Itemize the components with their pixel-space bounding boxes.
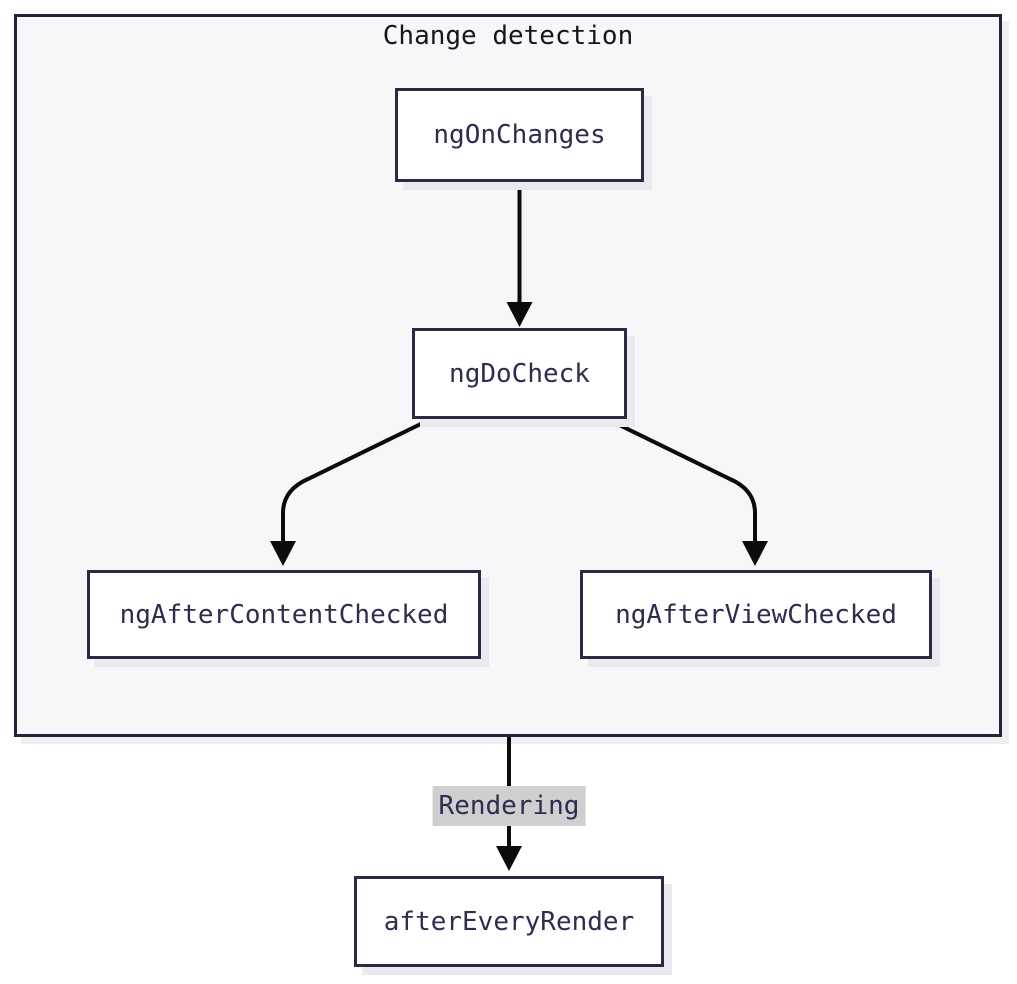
node-ngOnChanges: ngOnChanges	[395, 88, 644, 182]
node-ngDoCheck: ngDoCheck	[412, 328, 627, 419]
node-ngAfterViewChecked: ngAfterViewChecked	[580, 570, 932, 659]
node-ngAfterContentChecked: ngAfterContentChecked	[87, 570, 481, 659]
node-label: ngAfterViewChecked	[615, 599, 897, 630]
node-afterEveryRender: afterEveryRender	[354, 876, 664, 967]
node-label: ngDoCheck	[449, 358, 590, 389]
group-title: Change detection	[382, 21, 634, 51]
node-label: ngAfterContentChecked	[119, 599, 449, 630]
node-label: afterEveryRender	[383, 906, 635, 937]
arrowhead-icon	[496, 846, 522, 871]
node-label: ngOnChanges	[433, 120, 606, 150]
edge-label-rendering: Rendering	[432, 786, 586, 826]
